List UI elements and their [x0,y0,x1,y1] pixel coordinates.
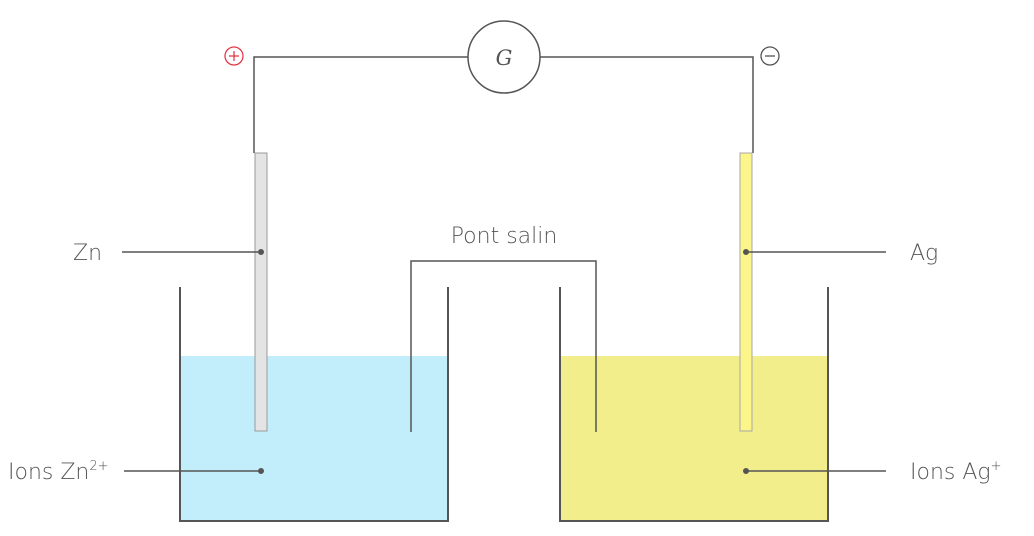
ions-zn-text: Ions Zn [8,460,89,485]
left-beaker [179,287,449,522]
ions-ag-leader-dot [743,468,749,474]
salt-bridge-label: Pont salin [451,224,558,249]
negative-terminal-icon [760,46,780,66]
circuit-wire-right [540,56,754,153]
ions-ag-text: Ions Ag [910,460,991,485]
zn-electrode [254,152,268,432]
ions-ag-charge: + [991,459,1002,474]
galvanometer-label: G [496,46,513,70]
zn-solution [180,356,448,521]
zn-leader-dot [258,249,264,255]
ions-ag-label: Ions Ag+ [910,459,1002,485]
ions-zn-label: Ions Zn2+ [8,459,109,485]
positive-terminal-icon [224,46,244,66]
salt-bridge [410,260,597,432]
right-beaker [559,287,829,522]
ions-zn-leader-dot [258,468,264,474]
ag-label: Ag [910,241,938,266]
circuit-wire-left [253,56,468,153]
ag-solution [560,356,828,521]
ions-zn-charge: 2+ [89,459,108,474]
galvanometer [467,20,541,94]
ag-electrode [739,152,753,432]
zn-label: Zn [73,241,102,266]
ag-leader-dot [743,249,749,255]
